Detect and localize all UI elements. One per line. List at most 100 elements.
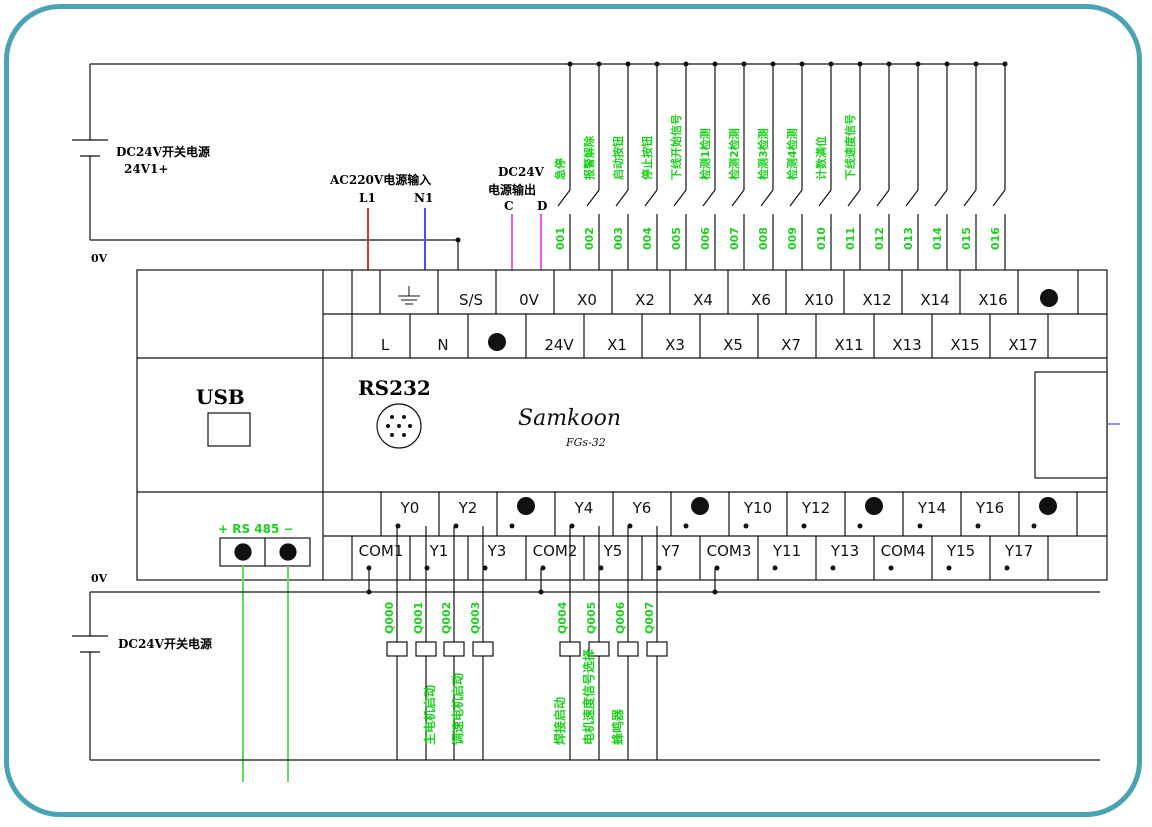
relay-coil <box>386 641 408 657</box>
output-number: Q001 <box>412 602 425 634</box>
terminal-label-upper: X12 <box>862 291 891 309</box>
terminal-label-upper: X16 <box>978 291 1007 309</box>
terminal-label-lower: COM4 <box>881 542 926 560</box>
terminal-label-lower: Y1 <box>429 542 449 560</box>
terminal-label-upper: Y6 <box>632 499 652 517</box>
plc-body <box>136 269 1108 581</box>
input-number: 006 <box>699 227 712 250</box>
dc24-bottom-label: DC24V开关电源 <box>118 636 212 651</box>
terminal-label-lower: X17 <box>1008 336 1037 354</box>
usb-label: USB <box>196 385 245 409</box>
input-label: 急停 <box>553 158 567 180</box>
screw-dot <box>865 497 883 515</box>
input-number: 001 <box>554 227 567 250</box>
screw-dot <box>1040 289 1058 307</box>
terminal-label-upper: X6 <box>751 291 771 309</box>
input-number: 003 <box>612 227 625 250</box>
input-label: 报警解除 <box>582 135 596 180</box>
input-label: 启动按钮 <box>611 136 625 180</box>
ov-top-label: 0V <box>91 252 108 265</box>
terminal-label-upper: X2 <box>635 291 655 309</box>
input-label: 检测4检测 <box>785 128 799 180</box>
terminal-label-lower: X11 <box>834 336 863 354</box>
screw-dot <box>488 333 506 351</box>
screw-dot <box>517 497 535 515</box>
terminal-label-upper: X0 <box>577 291 597 309</box>
ground-icon <box>398 286 420 305</box>
terminal-label-lower: X13 <box>892 336 921 354</box>
input-number: 010 <box>815 227 828 250</box>
brand-label: Samkoon <box>518 406 621 431</box>
terminal-label-upper: X10 <box>804 291 833 309</box>
input-number: 013 <box>902 227 915 250</box>
output-number: Q003 <box>469 602 482 634</box>
bottom-power-supply <box>72 591 1100 761</box>
ac-input-label: AC220V电源输入 <box>329 172 431 187</box>
terminal-label-lower: Y13 <box>830 542 859 560</box>
output-number: Q006 <box>614 601 627 634</box>
rs232-port[interactable] <box>376 403 422 449</box>
terminal-label-upper: Y10 <box>743 499 772 517</box>
input-number: 009 <box>786 227 799 250</box>
ov-bottom-label: 0V <box>91 572 108 585</box>
terminal-label-upper: Y16 <box>975 499 1004 517</box>
terminal-label-upper: Y14 <box>917 499 946 517</box>
rs232-label: RS232 <box>358 376 431 400</box>
terminal-label-lower: Y11 <box>772 542 801 560</box>
relay-coil <box>559 641 581 657</box>
dc-out-label-1: DC24V <box>498 165 545 179</box>
input-number: 015 <box>960 227 973 250</box>
n1-label: N1 <box>414 191 433 205</box>
rs485-port[interactable] <box>219 537 311 567</box>
output-label: 电机速度信号选择 <box>581 648 596 745</box>
screw-dot <box>1039 497 1057 515</box>
terminal-label-upper: Y12 <box>801 499 830 517</box>
terminal-label-lower: Y7 <box>661 542 681 560</box>
usb-port[interactable] <box>207 412 251 447</box>
model-label: FGs-32 <box>565 436 606 449</box>
screw-dot <box>691 497 709 515</box>
dc24-top-sub: 24V1+ <box>124 162 168 176</box>
output-number: Q004 <box>556 601 569 634</box>
terminal-label-lower: COM3 <box>707 542 752 560</box>
top-power-supply <box>72 63 1005 285</box>
terminal-label-lower: 24V <box>544 336 574 354</box>
relay-coil <box>646 641 668 657</box>
relay-coil <box>415 641 437 657</box>
output-wires <box>366 526 718 760</box>
input-label: 检测2检测 <box>727 128 741 180</box>
terminal-label-lower: Y15 <box>946 542 975 560</box>
output-function-labels: 主电机启动调速电机启动焊接启动电机速度信号选择蜂鸣器 <box>422 648 625 745</box>
terminal-label-upper: S/S <box>459 291 483 309</box>
dc-out-label-2: 电源输出 <box>488 182 536 197</box>
output-number: Q007 <box>643 602 656 634</box>
relay-coil <box>472 641 494 657</box>
input-number: 011 <box>844 227 857 250</box>
output-label: 焊接启动 <box>552 697 567 745</box>
output-label: 调速电机启动 <box>450 673 465 745</box>
input-number: 002 <box>583 227 596 250</box>
terminal-label-upper: X4 <box>693 291 713 309</box>
input-label: 检测1检测 <box>698 128 712 180</box>
relay-coil <box>617 641 639 657</box>
c-label: C <box>504 199 514 213</box>
terminal-label-upper: X14 <box>920 291 949 309</box>
output-label: 主电机启动 <box>422 685 437 745</box>
input-label: 下线开始信号 <box>669 114 683 180</box>
terminal-label-lower: COM2 <box>533 542 578 560</box>
terminal-label-lower: N <box>437 336 448 354</box>
terminal-label-lower: X7 <box>781 336 801 354</box>
terminal-label-lower: L <box>381 336 390 354</box>
output-number: Q005 <box>585 602 598 634</box>
l1-label: L1 <box>359 191 376 205</box>
terminal-label-upper: Y0 <box>400 499 420 517</box>
dc24-top-label: DC24V开关电源 <box>116 144 210 159</box>
terminal-label-upper: Y4 <box>574 499 594 517</box>
input-label: 停止按钮 <box>640 136 654 180</box>
terminal-label-lower: COM1 <box>359 542 404 560</box>
input-number: 008 <box>757 227 770 250</box>
